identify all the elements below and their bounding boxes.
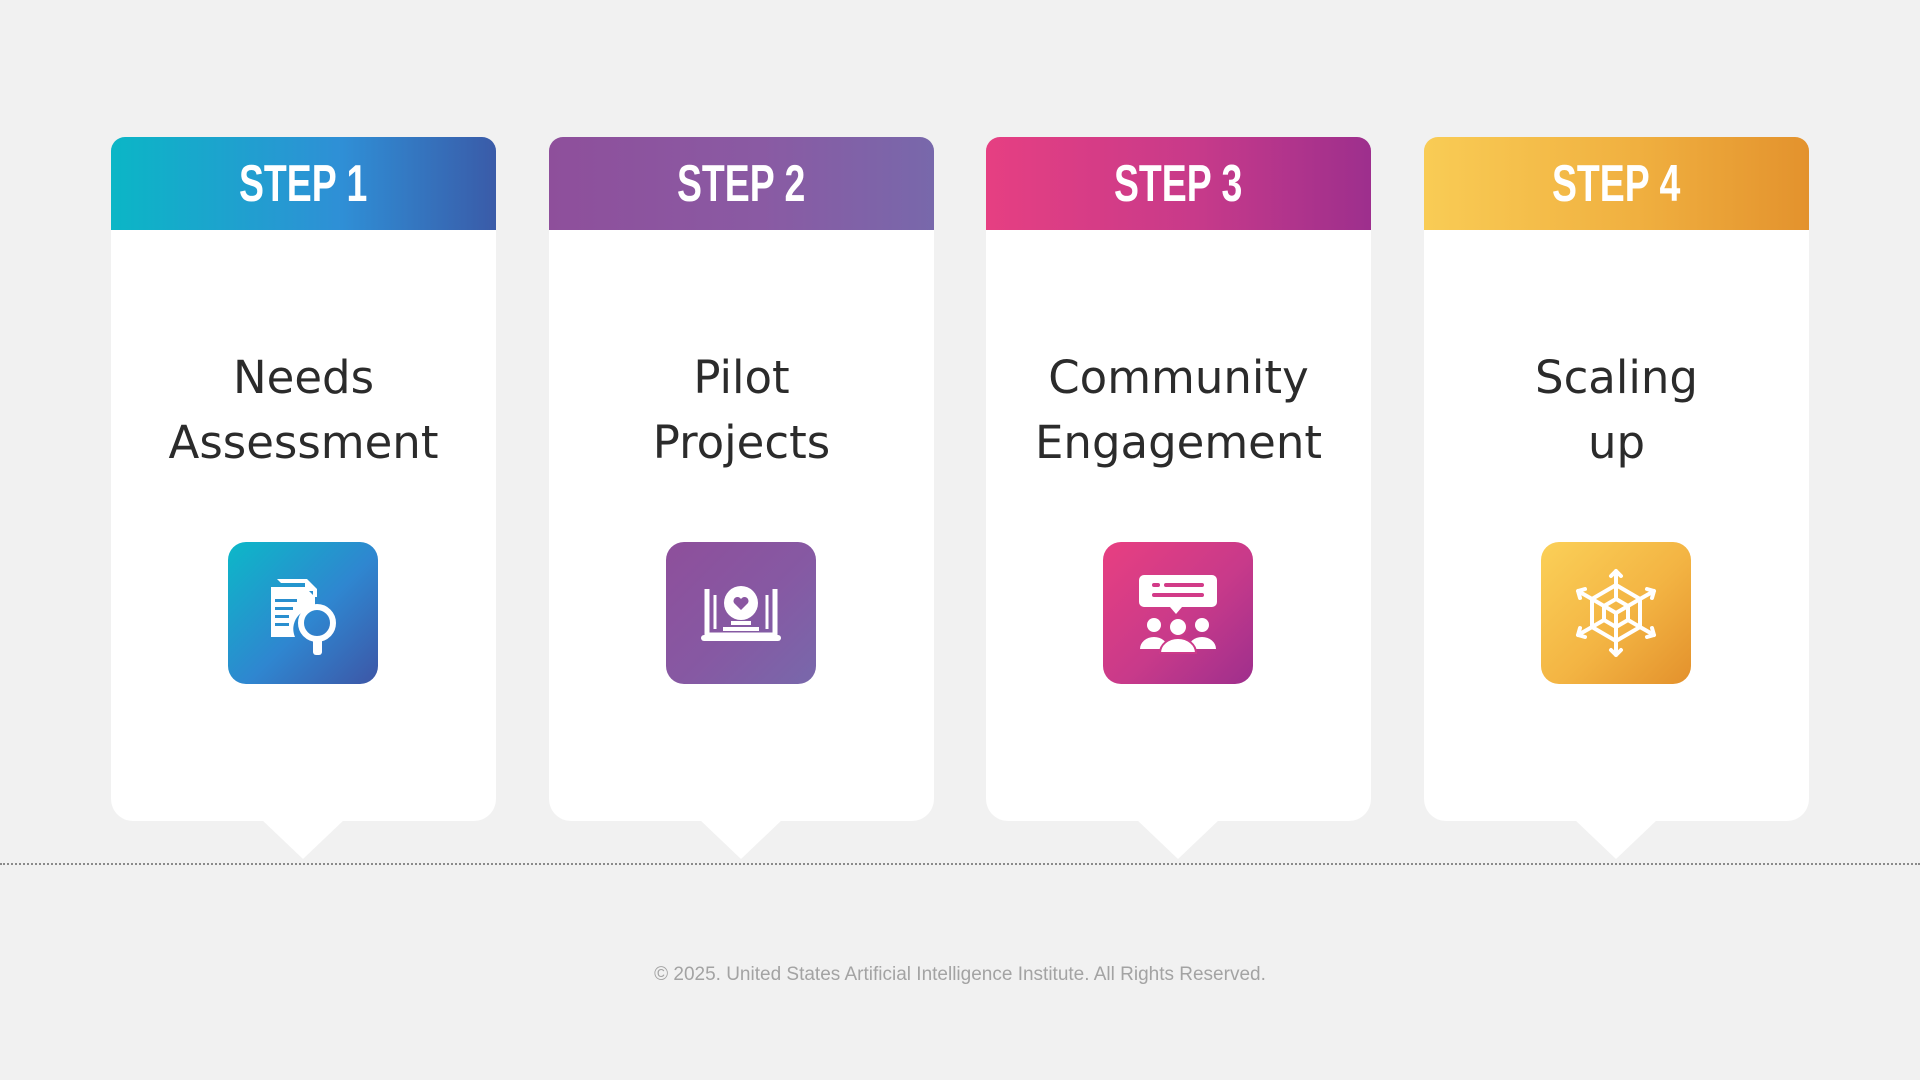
step-title-line: Assessment <box>168 416 439 469</box>
laptop-badge-icon <box>701 586 781 641</box>
card-pointer <box>261 819 345 859</box>
step-card-3: STEP 3 Community Engagement <box>986 137 1371 859</box>
step-card-2: STEP 2 Pilot Projects <box>549 137 934 859</box>
step-header-3: STEP 3 <box>986 137 1371 230</box>
step-label: STEP 2 <box>677 154 806 213</box>
card-pointer <box>1136 819 1220 859</box>
step-icon-tile <box>1541 542 1691 684</box>
step-title-line: Pilot <box>693 351 790 404</box>
step-card-1: STEP 1 Needs Assessment <box>111 137 496 859</box>
step-icon-tile <box>228 542 378 684</box>
step-label: STEP 3 <box>1114 154 1243 213</box>
step-card-4: STEP 4 Scaling up <box>1424 137 1809 859</box>
step-title-line: Scaling <box>1535 351 1698 404</box>
step-title-line: Engagement <box>1034 416 1323 469</box>
step-title-line: Projects <box>652 416 831 469</box>
step-icon-tile <box>666 542 816 684</box>
cube-expand-icon <box>1576 569 1656 657</box>
step-title-line: Community <box>1048 351 1309 404</box>
step-label: STEP 4 <box>1552 154 1681 213</box>
copyright-footer: © 2025. United States Artificial Intelli… <box>654 964 1266 985</box>
timeline-dotted-line <box>0 863 1920 865</box>
step-header-2: STEP 2 <box>549 137 934 230</box>
step-title: Pilot Projects <box>549 345 934 475</box>
step-header-4: STEP 4 <box>1424 137 1809 230</box>
group-chat-icon <box>1139 575 1217 654</box>
step-title: Needs Assessment <box>111 345 496 475</box>
step-icon-tile <box>1103 542 1253 684</box>
step-header-1: STEP 1 <box>111 137 496 230</box>
step-title-line: Needs <box>232 351 375 404</box>
step-title: Scaling up <box>1424 345 1809 475</box>
card-pointer <box>699 819 783 859</box>
step-title-line: up <box>1587 416 1646 469</box>
step-label: STEP 1 <box>239 154 368 213</box>
step-title: Community Engagement <box>986 345 1371 475</box>
document-search-icon <box>271 579 336 655</box>
card-pointer <box>1574 819 1658 859</box>
